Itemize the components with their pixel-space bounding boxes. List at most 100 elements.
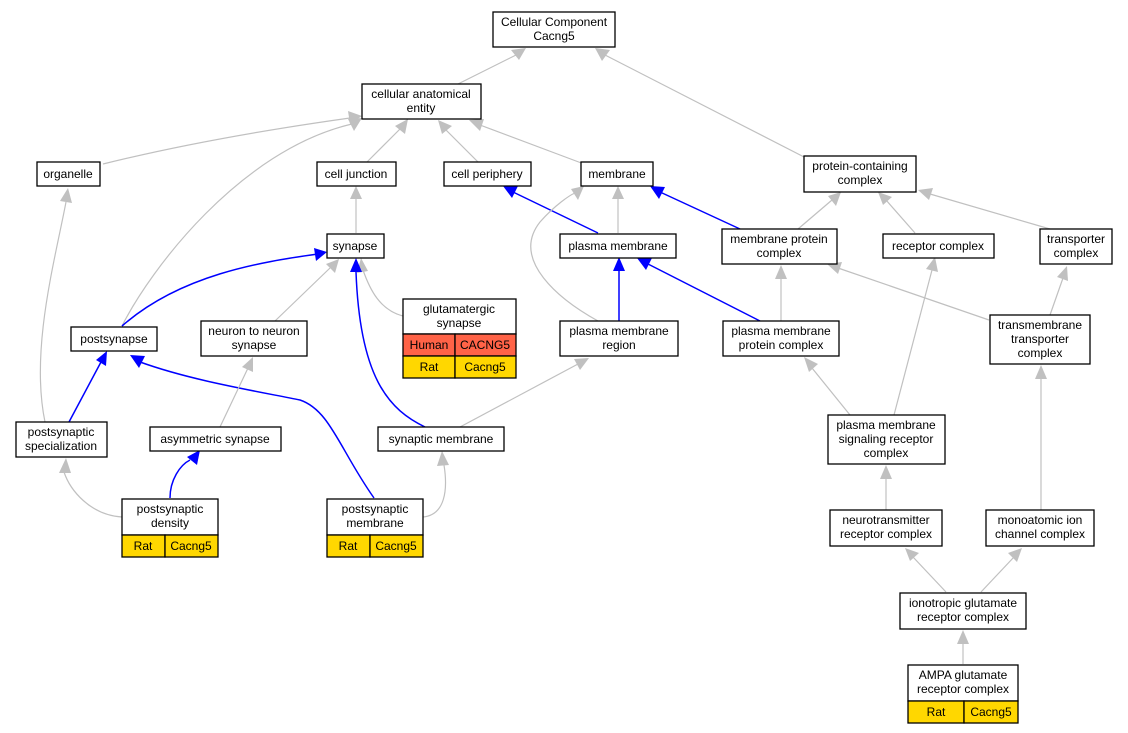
- node-label-line: synapse: [232, 338, 277, 352]
- node-protein-containing-complex[interactable]: protein-containing complex: [803, 155, 917, 193]
- arrowhead: [1035, 365, 1047, 379]
- arrowhead: [511, 48, 526, 60]
- node-plasma-membrane[interactable]: plasma membrane: [559, 233, 677, 259]
- node-label-line: neurotransmitter: [842, 513, 929, 527]
- edge-pcc-to-root: [604, 54, 807, 159]
- node-glutamatergic-synapse[interactable]: glutamatergic synapse Human CACNG5 Rat C…: [402, 298, 517, 379]
- edge-mpc-to-membrane: [659, 191, 741, 230]
- edge-organelle-to-cae: [102, 117, 351, 165]
- node-label-line: neuron to neuron: [208, 324, 299, 338]
- node-membrane[interactable]: membrane: [580, 161, 654, 187]
- arrowhead: [395, 119, 408, 134]
- arrowhead: [827, 262, 842, 274]
- gene-cell-rat: [164, 534, 219, 558]
- edge-cae-to-root: [457, 54, 517, 85]
- edge-ttc-to-mpc: [837, 267, 990, 321]
- arrowhead: [804, 357, 818, 372]
- node-label-line: cell junction: [325, 167, 388, 181]
- node-asymmetric-synapse[interactable]: asymmetric synapse: [149, 426, 282, 452]
- node-plasma-membrane-signaling-receptor-complex[interactable]: plasma membrane signaling receptor compl…: [827, 414, 946, 465]
- arrowhead: [348, 118, 362, 131]
- edge-psmem-to-synmem: [422, 464, 447, 518]
- arrowhead: [60, 188, 72, 203]
- edge-membrane-to-cae: [479, 124, 585, 165]
- edge-pmsrc-to-pmpc: [811, 367, 851, 416]
- node-monoatomic-ion-channel-complex[interactable]: monoatomic ion channel complex: [985, 509, 1095, 547]
- arrowhead: [957, 630, 969, 644]
- species-label: Human: [410, 338, 449, 352]
- arrowhead: [350, 186, 362, 199]
- edge-postsynapse-to-synapse: [121, 253, 319, 327]
- node-transmembrane-transporter-complex[interactable]: transmembrane transporter complex: [989, 314, 1091, 365]
- edge-ttc-to-transportercomplex: [1049, 277, 1064, 316]
- node-neurotransmitter-receptor-complex[interactable]: neurotransmitter receptor complex: [829, 509, 943, 547]
- node-label-line: entity: [407, 101, 436, 115]
- node-ampa-glutamate-receptor-complex[interactable]: AMPA glutamate receptor complex Rat Cacn…: [907, 664, 1019, 724]
- edge-synmem-to-synapse: [355, 271, 426, 428]
- node-transporter-complex[interactable]: transporter complex: [1039, 228, 1113, 265]
- node-label-line: Cellular Component: [501, 15, 608, 29]
- node-neuron-to-neuron-synapse[interactable]: neuron to neuron synapse: [200, 320, 308, 357]
- gene-cell-rat: [963, 700, 1019, 724]
- node-root[interactable]: Cellular Component Cacng5: [492, 11, 616, 48]
- arrowhead: [571, 186, 584, 200]
- arrowhead: [187, 450, 200, 465]
- node-cell-junction[interactable]: cell junction: [316, 161, 397, 187]
- gene-cell-rat: [369, 534, 424, 558]
- arrowhead: [650, 186, 665, 199]
- node-plasma-membrane-protein-complex[interactable]: plasma membrane protein complex: [722, 320, 840, 357]
- edge-psmem-to-postsynapse: [139, 361, 375, 499]
- node-label-line: ionotropic glutamate: [909, 596, 1017, 610]
- node-receptor-complex[interactable]: receptor complex: [882, 233, 995, 259]
- edge-asym-to-n2n: [219, 367, 249, 428]
- node-label-line: glutamatergic: [423, 302, 495, 316]
- node-label-line: region: [602, 338, 635, 352]
- node-ionotropic-glutamate-receptor-complex[interactable]: ionotropic glutamate receptor complex: [899, 592, 1027, 630]
- node-label-line: receptor complex: [917, 682, 1009, 696]
- node-postsynaptic-specialization[interactable]: postsynaptic specialization: [15, 421, 108, 458]
- node-synaptic-membrane[interactable]: synaptic membrane: [377, 426, 505, 452]
- node-label-line: AMPA glutamate: [919, 668, 1008, 682]
- node-postsynaptic-density[interactable]: postsynaptic density Rat Cacng5: [121, 498, 219, 558]
- node-plasma-membrane-region[interactable]: plasma membrane region: [559, 320, 679, 357]
- arrowhead: [637, 258, 652, 270]
- gene-label: Cacng5: [170, 539, 212, 553]
- arrowhead: [574, 358, 589, 370]
- species-label: Rat: [420, 360, 439, 374]
- arrowhead: [878, 192, 892, 205]
- node-label-line: postsynapse: [80, 332, 148, 346]
- node-cell-periphery[interactable]: cell periphery: [443, 161, 532, 187]
- arrowhead: [905, 548, 919, 561]
- node-label-line: cellular anatomical: [371, 87, 470, 101]
- node-label-line: plasma membrane: [569, 324, 669, 338]
- arrowhead: [469, 119, 484, 131]
- node-label-line: signaling receptor: [839, 432, 934, 446]
- nodes: Cellular Component Cacng5 cellular anato…: [15, 11, 1113, 724]
- gene-label: Cacng5: [970, 705, 1012, 719]
- species-label: Rat: [339, 539, 358, 553]
- arrowhead: [326, 259, 339, 273]
- node-label-line: receptor complex: [917, 610, 1009, 624]
- node-organelle[interactable]: organelle: [36, 161, 101, 187]
- node-label-line: membrane: [588, 167, 646, 181]
- arrowhead: [1057, 266, 1068, 281]
- arrowhead: [350, 258, 362, 272]
- node-membrane-protein-complex[interactable]: membrane protein complex: [721, 228, 838, 265]
- node-synapse[interactable]: synapse: [326, 233, 385, 259]
- arrowhead: [926, 257, 938, 272]
- edge-psspec-to-organelle: [39, 201, 67, 423]
- arrowhead: [1008, 548, 1022, 562]
- arrowhead: [130, 355, 145, 368]
- node-postsynaptic-membrane[interactable]: postsynaptic membrane Rat Cacng5: [326, 498, 424, 558]
- arrowhead: [96, 351, 107, 366]
- node-cellular-anatomical-entity[interactable]: cellular anatomical entity: [361, 83, 482, 120]
- edge-transportercomplex-to-pcc: [929, 193, 1051, 230]
- node-label-line: complex: [864, 446, 909, 460]
- arrowhead: [775, 265, 787, 279]
- arrowhead: [595, 48, 610, 61]
- node-label-line: postsynaptic: [28, 425, 95, 439]
- node-postsynapse[interactable]: postsynapse: [70, 326, 158, 352]
- node-label-line: protein complex: [739, 338, 824, 352]
- node-label-line: cell periphery: [451, 167, 522, 181]
- node-label-line: asymmetric synapse: [160, 432, 270, 446]
